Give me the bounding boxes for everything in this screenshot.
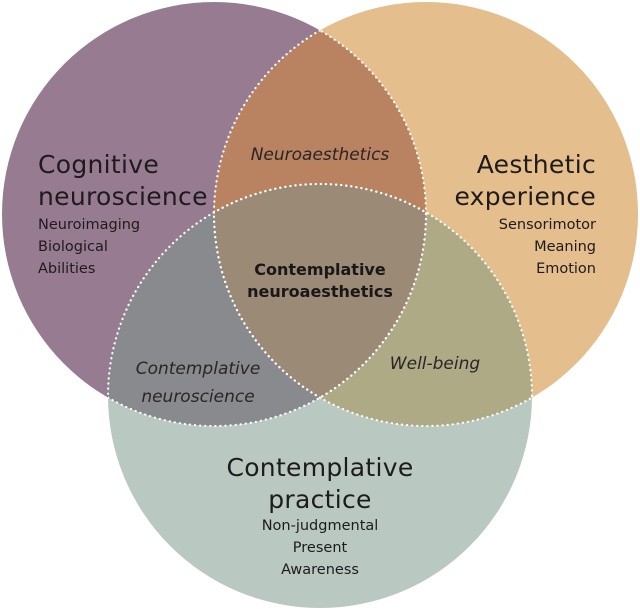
divider-cognitive-in-contemplative <box>108 184 428 428</box>
set-title: Contemplative <box>226 453 414 482</box>
set-label-contemplative-practice: Contemplative practice Non-judgmental Pr… <box>200 455 440 581</box>
set-item: Non-judgmental <box>261 518 379 534</box>
set-title: neuroscience <box>38 182 208 211</box>
set-item: Present <box>292 540 348 556</box>
set-item: Meaning <box>534 239 596 255</box>
set-title: practice <box>268 485 372 514</box>
center-line: Contemplative <box>254 260 386 279</box>
set-item: Biological <box>38 239 108 255</box>
set-item: Emotion <box>536 261 596 277</box>
region-contemplative-neuroaesthetics <box>214 184 426 426</box>
set-label-aesthetic-experience: Aesthetic experience Sensorimotor Meanin… <box>454 152 596 280</box>
center-line: neuroaesthetics <box>247 282 393 301</box>
set-title: Aesthetic <box>476 150 596 179</box>
set-item: Awareness <box>281 562 359 578</box>
intersection-label-contemplative-neuroscience: Contemplative neuroscience <box>118 355 278 411</box>
intersection-label-neuroaesthetics: Neuroaesthetics <box>250 145 390 165</box>
divider-contemplative-in-aesthetic <box>214 182 534 426</box>
set-title: experience <box>454 182 596 211</box>
intersection-label-contemplative-neuroaesthetics: Contemplative neuroaesthetics <box>220 259 420 303</box>
set-item: Neuroimaging <box>38 217 141 233</box>
set-item: Sensorimotor <box>498 217 596 233</box>
set-item: Abilities <box>38 261 96 277</box>
intersection-label-well-being: Well-being <box>389 354 481 374</box>
intersection-line: Contemplative <box>135 359 261 379</box>
intersection-line: neuroscience <box>141 387 255 407</box>
set-title: Cognitive <box>38 150 160 179</box>
set-label-cognitive-neuroscience: Cognitive neuroscience Neuroimaging Biol… <box>38 152 208 280</box>
